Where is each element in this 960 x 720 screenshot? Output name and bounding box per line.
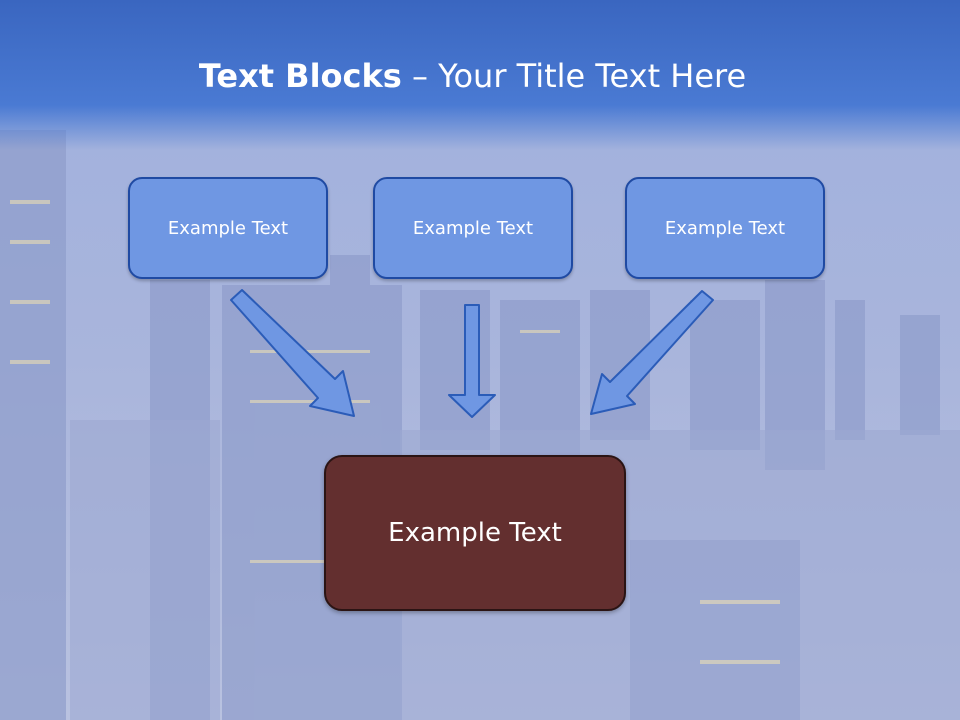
slide-title: Text Blocks – Your Title Text Here bbox=[0, 54, 945, 98]
text-block-main[interactable]: Example Text bbox=[324, 455, 626, 611]
text-block-1[interactable]: Example Text bbox=[128, 177, 328, 279]
title-rest: Your Title Text Here bbox=[438, 57, 747, 95]
title-dash: – bbox=[401, 57, 439, 95]
title-bold-part: Text Blocks bbox=[198, 57, 402, 95]
text-block-1-label: Example Text bbox=[167, 217, 289, 239]
text-block-2[interactable]: Example Text bbox=[373, 177, 573, 279]
text-block-main-label: Example Text bbox=[388, 518, 562, 548]
text-block-3-label: Example Text bbox=[664, 217, 786, 239]
text-block-3[interactable]: Example Text bbox=[625, 177, 825, 279]
arrow-down-icon bbox=[448, 304, 496, 418]
arrow-right-diagonal-icon bbox=[590, 290, 714, 415]
title-bar bbox=[0, 0, 960, 150]
text-block-2-label: Example Text bbox=[412, 217, 534, 239]
arrow-left-diagonal-icon bbox=[230, 289, 355, 417]
